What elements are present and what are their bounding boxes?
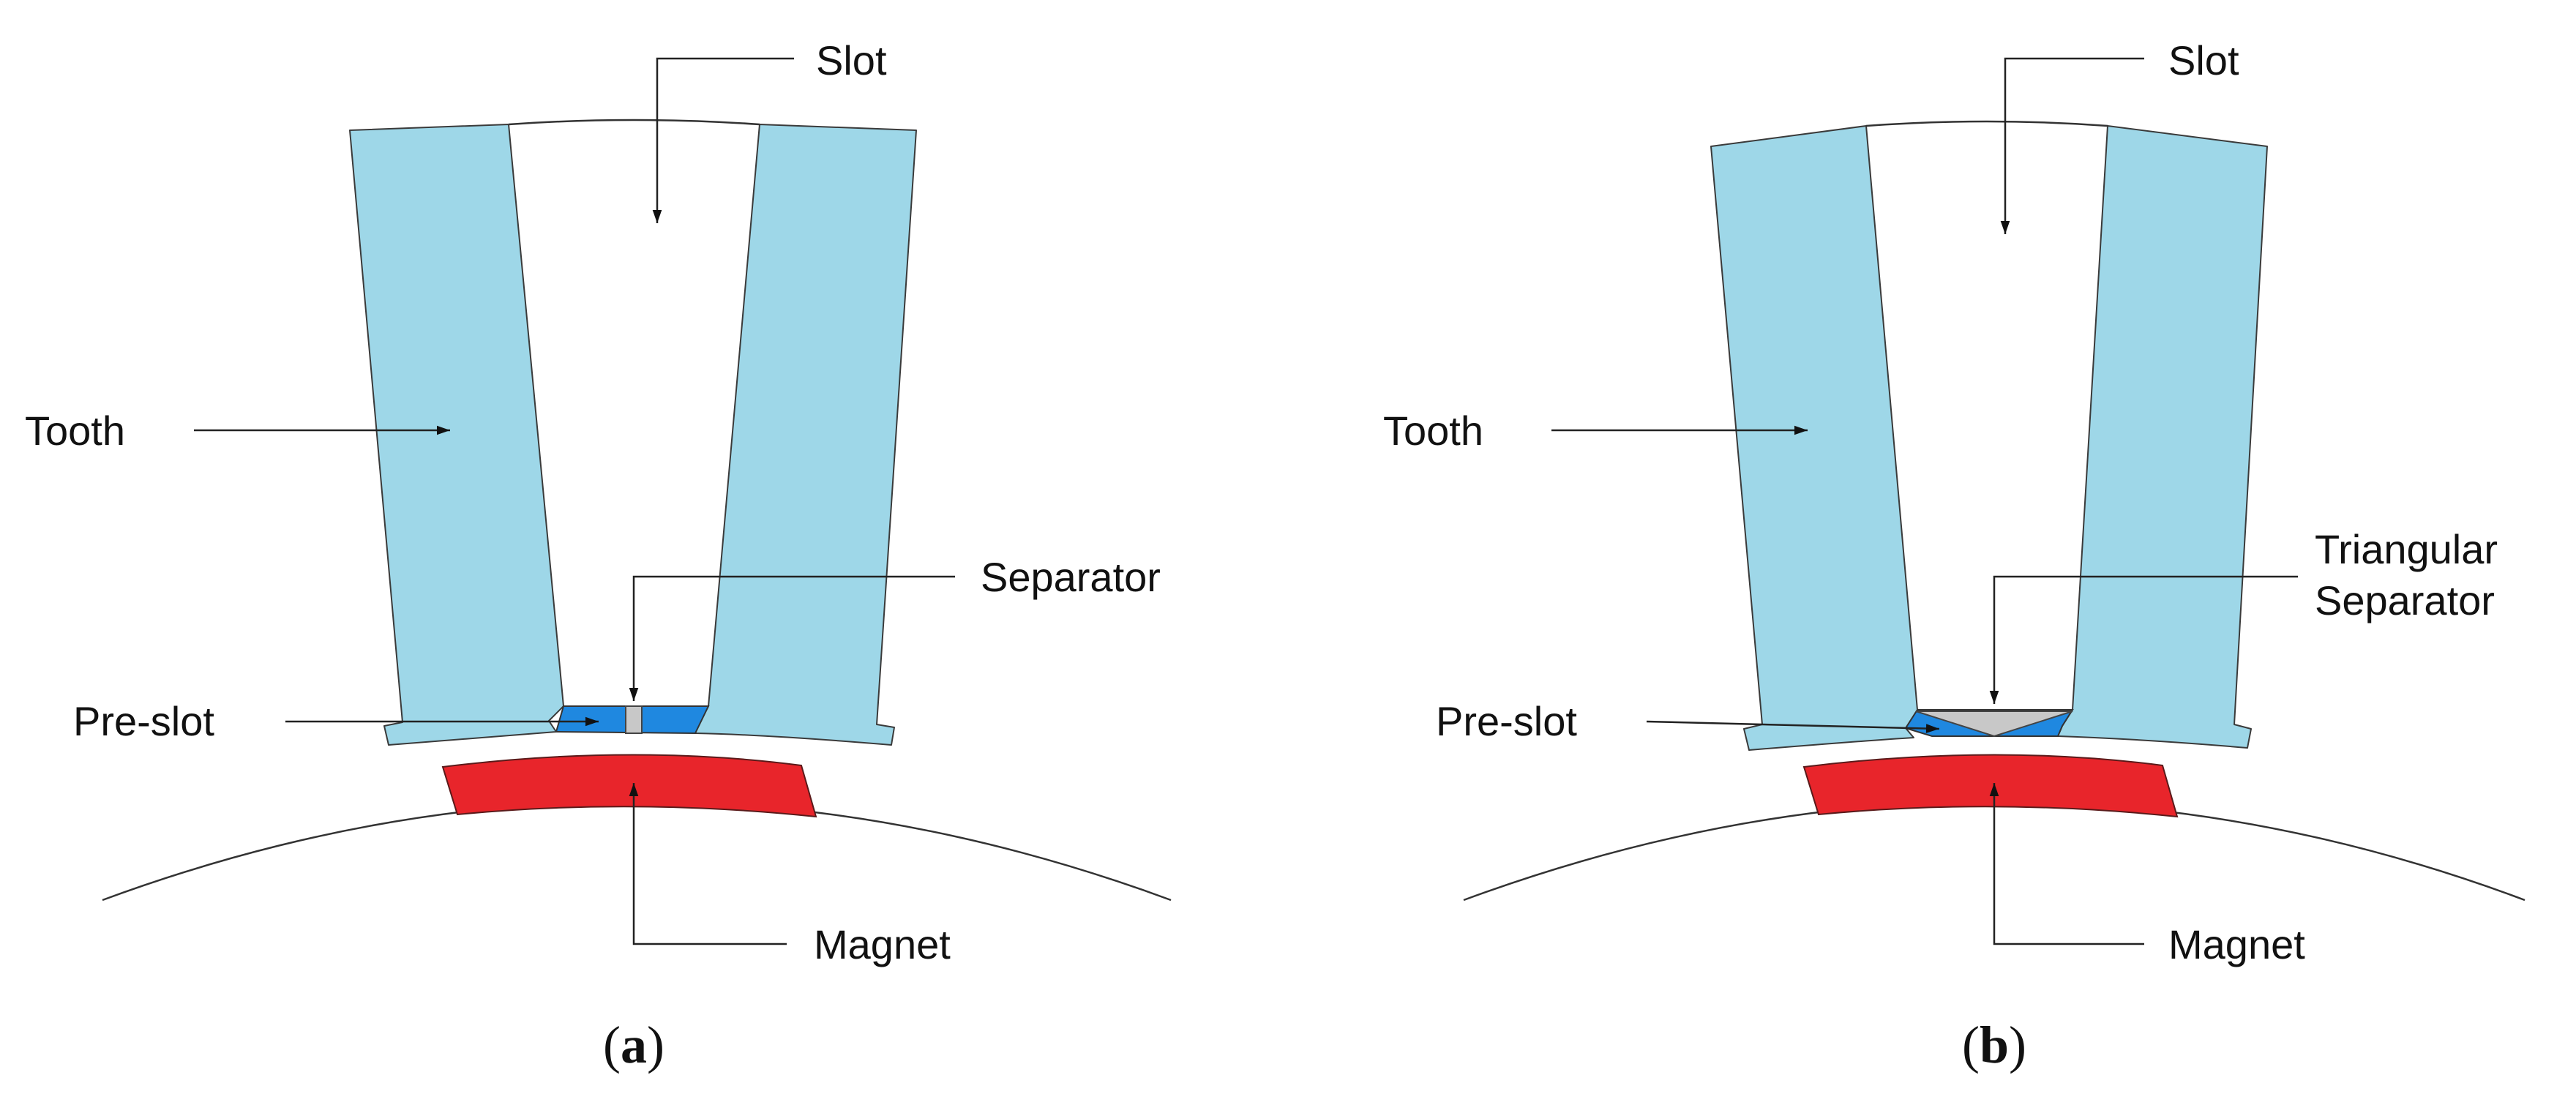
caption-a: (a) (603, 1016, 664, 1074)
slot-leader (652, 57, 794, 223)
slot-label: Slot (816, 37, 887, 83)
slot-top-arc (508, 119, 760, 126)
slot-leader-b (2000, 57, 2144, 234)
caption-a-close: ) (647, 1016, 664, 1074)
caption-b: (b) (1962, 1016, 2026, 1074)
separator-label-b-line2: Separator (2315, 577, 2495, 623)
panel-a: Slot Tooth Separator Pre-slot Magnet (a) (25, 37, 1172, 1074)
panel-b: Slot Tooth Triangular Separator Pre-slot… (1383, 37, 2526, 1074)
pre-slot-label: Pre-slot (73, 698, 214, 744)
magnet-leader-b (1989, 783, 2144, 945)
caption-a-letter: a (621, 1016, 647, 1074)
pre-slot-leader-b (1646, 720, 1940, 733)
magnet-b (1802, 754, 2179, 818)
rotor-arc (102, 800, 1172, 902)
magnet-leader (629, 783, 787, 945)
separator-label-b-line1: Triangular (2315, 526, 2498, 572)
left-tooth (349, 124, 564, 746)
pre-slot-label-b: Pre-slot (1436, 698, 1577, 744)
separator-leader-b (1989, 575, 2298, 704)
slot-label-b: Slot (2168, 37, 2239, 83)
tooth-label-b: Tooth (1383, 408, 1483, 454)
tooth-label: Tooth (25, 408, 125, 454)
caption-b-close: ) (2009, 1016, 2026, 1074)
magnet-label-b: Magnet (2168, 921, 2305, 967)
separator (625, 705, 643, 734)
right-tooth-b (2057, 125, 2268, 749)
left-tooth-b (1710, 125, 1918, 751)
separator-leader (629, 575, 955, 701)
magnet (441, 754, 817, 818)
magnet-label: Magnet (814, 921, 951, 967)
right-tooth (694, 124, 917, 746)
separator-label: Separator (981, 554, 1161, 600)
slot-top-arc-b (1865, 120, 2108, 127)
caption-b-letter: b (1980, 1016, 2009, 1074)
triangular-separator (1915, 711, 2073, 738)
caption-a-open: ( (603, 1016, 621, 1074)
caption-b-open: ( (1962, 1016, 1980, 1074)
